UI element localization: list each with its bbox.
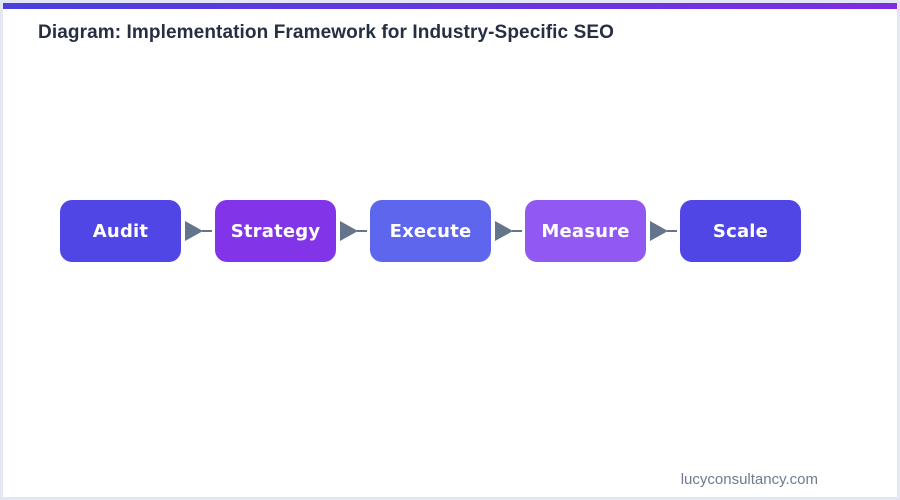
flow-right-arrow-icon bbox=[336, 200, 370, 262]
diagram-title: Diagram: Implementation Framework for In… bbox=[38, 22, 615, 43]
flow-step-scale: Scale bbox=[680, 200, 801, 262]
flow-step-label: Execute bbox=[389, 220, 472, 242]
flow-step-label: Measure bbox=[541, 220, 630, 242]
flow-step-audit: Audit bbox=[60, 200, 181, 262]
top-accent-bar bbox=[3, 3, 897, 9]
flow-right-arrow-icon bbox=[491, 200, 525, 262]
flow-step-measure: Measure bbox=[525, 200, 646, 262]
flow-step-label: Audit bbox=[92, 220, 149, 242]
flow-right-arrow-icon bbox=[646, 200, 680, 262]
flow-step-strategy: Strategy bbox=[215, 200, 336, 262]
flow-right-arrow-icon bbox=[181, 200, 215, 262]
flow-step-label: Scale bbox=[712, 220, 769, 242]
flow-row: Audit Strategy Execute Measure Scale bbox=[60, 200, 801, 262]
flow-step-execute: Execute bbox=[370, 200, 491, 262]
flow-step-label: Strategy bbox=[230, 220, 321, 242]
footer-watermark: lucyconsultancy.com bbox=[680, 471, 818, 488]
